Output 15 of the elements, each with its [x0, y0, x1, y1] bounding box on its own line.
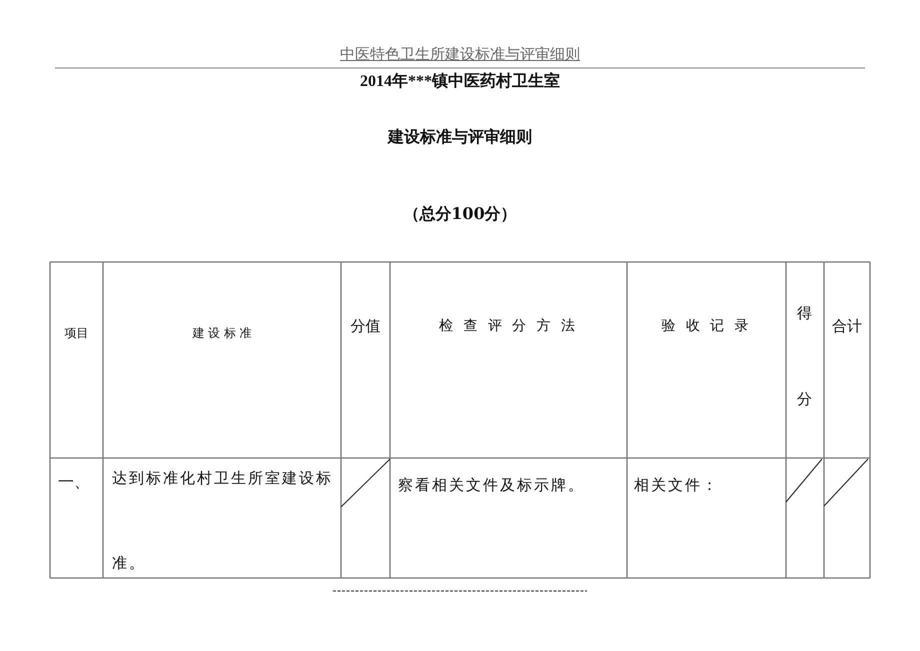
column-header: 分值: [350, 317, 382, 336]
column-header: 验 收 记 录: [660, 317, 753, 335]
cell-text: 察看相关文件及标示牌。: [398, 476, 585, 495]
column-header: 项目: [64, 325, 90, 342]
subtitle: 建设标准与评审细则: [386, 127, 533, 148]
item-number: 一、: [58, 472, 90, 493]
column-header: 建 设 标 准: [191, 325, 253, 342]
total-score-note: （总分100分）: [402, 204, 518, 225]
column-header: 检 查 评 分 方 法: [438, 317, 580, 335]
running-header: 中医特色卫生所建设标准与评审细则: [339, 45, 581, 64]
cell-text: 达到标准化村卫生所室建设标准。: [112, 468, 334, 574]
column-header: 合计: [831, 317, 863, 336]
column-header: 得分: [796, 303, 813, 410]
title: 2014年***镇中医药村卫生室: [359, 71, 561, 92]
cell-text: 相关文件：: [634, 476, 719, 495]
